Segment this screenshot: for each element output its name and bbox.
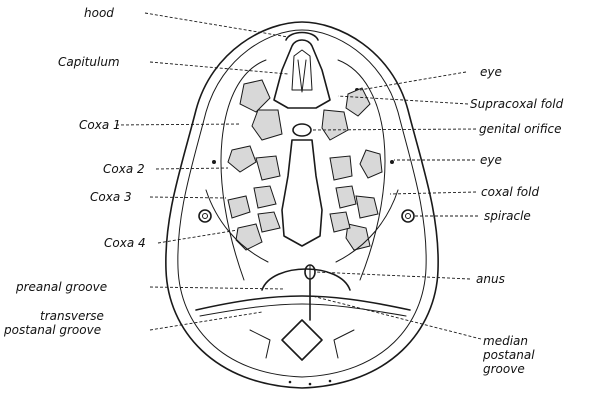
- spiracle-left: [199, 210, 211, 222]
- label-postanal-groove: postanal groove: [3, 323, 101, 337]
- label-anus: anus: [476, 272, 505, 286]
- eye-lower-left: [212, 160, 216, 164]
- label-spiracle: spiracle: [484, 209, 531, 223]
- posterior-plate: [250, 320, 354, 360]
- eye-lower-right: [390, 160, 394, 164]
- label-coxa-4: Coxa 4: [104, 236, 146, 250]
- label-median: median: [483, 334, 528, 348]
- hood-shape: [286, 33, 318, 41]
- label-capitulum: Capitulum: [58, 55, 120, 69]
- label-groove: groove: [483, 362, 525, 376]
- anus: [305, 265, 315, 279]
- label-genital-orifice: genital orifice: [479, 122, 562, 136]
- label-eye-lower: eye: [480, 153, 502, 167]
- capitulum-shape: [274, 40, 330, 108]
- coxa-1: [240, 80, 370, 140]
- label-preanal-groove: preanal groove: [15, 280, 107, 294]
- spiracle-right: [402, 210, 414, 222]
- coxa-2: [228, 146, 382, 180]
- bottom-dots: [289, 380, 332, 386]
- label-postanal: postanal: [482, 348, 535, 362]
- preanal-groove: [262, 269, 350, 290]
- label-coxa-2: Coxa 2: [103, 162, 145, 176]
- label-hood: hood: [84, 6, 114, 20]
- label-coxal-fold: coxal fold: [481, 185, 539, 199]
- sternal-plate: [282, 140, 322, 246]
- label-coxa-1: Coxa 1: [79, 118, 121, 132]
- genital-orifice: [293, 124, 311, 136]
- coxa-3: [228, 186, 378, 218]
- label-transverse: transverse: [40, 309, 104, 323]
- label-coxa-3: Coxa 3: [90, 190, 132, 204]
- label-eye-upper: eye: [480, 65, 502, 79]
- body-outline: [166, 22, 438, 388]
- label-group: hood Capitulum Coxa 1 Coxa 2 Coxa 3 Coxa…: [3, 6, 564, 376]
- label-supracoxal-fold: Supracoxal fold: [470, 97, 564, 111]
- coxa-4: [236, 212, 370, 250]
